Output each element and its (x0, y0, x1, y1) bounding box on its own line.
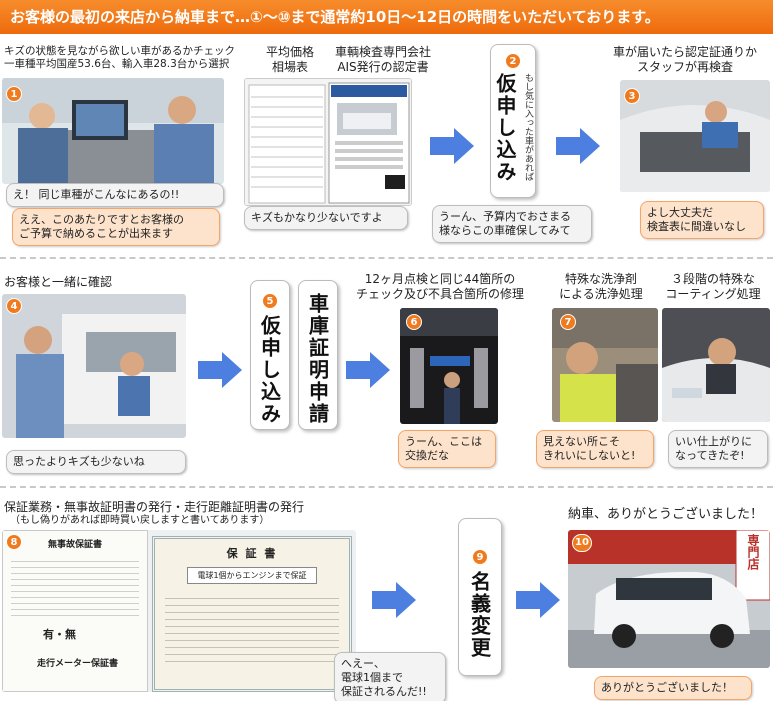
odometer-certificate-title: 走行メーター保証書 (37, 659, 119, 669)
step8-caption: 保証業務・無事故証明書の発行・走行距離証明書の発行 （もし偽りがあれば即時買い戻… (4, 500, 305, 527)
step8-bubble: へえー、 電球1個まで 保証されるんだ!! (334, 652, 446, 701)
price-table-image (244, 78, 412, 206)
arrow-right-icon (198, 352, 242, 388)
step5-box: 5 仮申し込み (250, 280, 290, 430)
certificate-body-lines (11, 556, 139, 616)
step5-number: 5 (262, 293, 278, 309)
step9-number: 9 (472, 549, 488, 565)
step3-number: 3 (624, 88, 640, 104)
step6-bubble: うーん、ここは 交換だな (398, 430, 496, 468)
step2-title: 仮申し込み (493, 73, 517, 183)
step7-number: 7 (560, 314, 576, 330)
step10-caption: 納車、ありがとうございました！ (568, 507, 764, 522)
ais-bubble: うーん、予算内でおさまる 様ならこの車確保してみて (432, 205, 592, 243)
page-header: お客様の最初の来店から納車まで…①〜⑩まで通常約10日〜12日の時間をいただいて… (0, 0, 773, 34)
step3-caption: 車が届いたら認定証通りか スタッフが再検査 (612, 45, 757, 74)
step6-caption: 12ヶ月点検と同じ44箇所の チェック及び不具合箇所の修理 (355, 272, 524, 301)
step9-box: 9 名義変更 (458, 518, 502, 676)
step2-box: 2 もし気に入った車があれば 仮申し込み (490, 44, 536, 198)
step7-photo-a (552, 308, 658, 422)
step4-photo (2, 294, 186, 438)
step10-photo: 専門店 (568, 530, 770, 668)
step10-bubble: ありがとうございました！ (594, 676, 752, 700)
step9-title: 名義変更 (467, 571, 492, 659)
step8-number: 8 (6, 534, 22, 550)
arrow-right-icon (372, 582, 416, 618)
step2-number: 2 (505, 53, 521, 69)
no-accident-certificate: 無事故保証書 有・無 走行メーター保証書 (2, 530, 148, 692)
step3-bubble: よし大丈夫だ 検査表に間違いなし (640, 201, 764, 239)
step1-caption: キズの状態を見ながら欲しい車があるかチェック 一車種平均国産53.6台、輸入車2… (4, 45, 235, 70)
step10-number: 10 (572, 534, 592, 552)
no-accident-certificate-field: 有・無 (43, 628, 76, 641)
step1-number: 1 (6, 86, 22, 102)
step7-bubble-a: 見えない所こそ きれいにしないと! (536, 430, 654, 468)
step4-caption: お客様と一緒に確認 (4, 275, 113, 289)
step1-photo (2, 78, 224, 184)
step7-caption-b: ３段階の特殊な コーティング処理 (665, 272, 761, 301)
step6-number: 6 (406, 314, 422, 330)
garage-certificate-box: 車庫証明申請 (298, 280, 338, 430)
garage-certificate-title: 車庫証明申請 (305, 293, 330, 425)
warranty-body-lines (165, 592, 339, 662)
step8-documents: 無事故保証書 有・無 走行メーター保証書 保 証 書 電球1個からエンジンまで保… (2, 530, 356, 692)
row-separator (0, 486, 773, 488)
step7-photo-b (662, 308, 770, 422)
shop-sign: 専門店 (746, 534, 760, 570)
price-caption: 平均価格 相場表 (265, 45, 314, 74)
arrow-right-icon (556, 128, 600, 164)
step5-title: 仮申し込み (257, 315, 282, 425)
step3-photo (620, 80, 770, 192)
step1-bubble-bottom: ええ、このあたりですとお客様の ご予算で納めることが出来ます (12, 208, 220, 246)
warranty-certificate: 保 証 書 電球1個からエンジンまで保証 (152, 536, 352, 692)
step4-bubble: 思ったよりキズも少ないね (6, 450, 186, 474)
step4-number: 4 (6, 298, 22, 314)
warranty-certificate-title: 保 証 書 (226, 547, 278, 560)
row-separator (0, 257, 773, 259)
arrow-right-icon (346, 352, 390, 388)
price-bubble: キズもかなり少ないですよ (244, 206, 408, 230)
step7-bubble-b: いい仕上がりに なってきたぞ! (668, 430, 768, 468)
no-accident-certificate-title: 無事故保証書 (47, 540, 102, 550)
page-title: お客様の最初の来店から納車まで…①〜⑩まで通常約10日〜12日の時間をいただいて… (10, 8, 660, 26)
step1-bubble-top: え！ 同じ車種がこんなにあるの!! (6, 183, 224, 207)
step7-caption-a: 特殊な洗浄剤 による洗浄処理 (559, 272, 643, 301)
arrow-right-icon (516, 582, 560, 618)
warranty-banner: 電球1個からエンジンまで保証 (187, 567, 317, 584)
ais-caption: 車輌検査専門会社 AIS発行の認定書 (334, 45, 431, 74)
arrow-right-icon (430, 128, 474, 164)
